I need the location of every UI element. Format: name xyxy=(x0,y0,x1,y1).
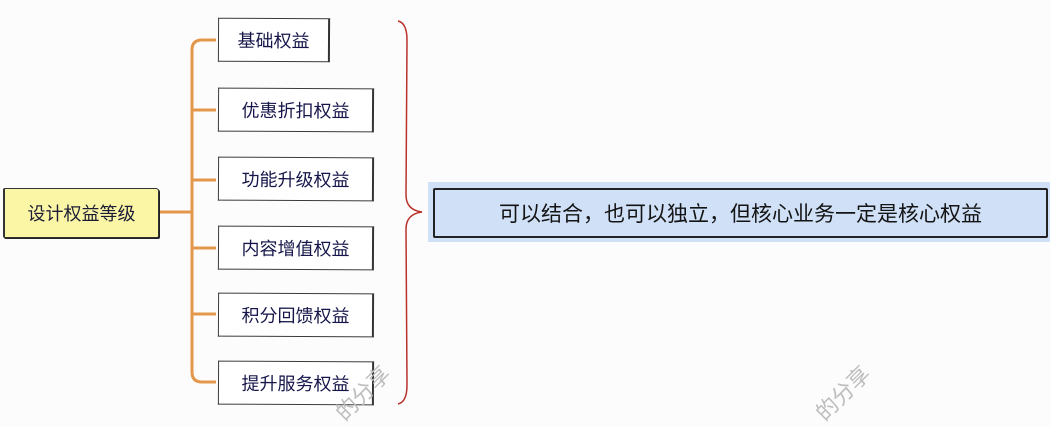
child-node-content-value[interactable]: 内容增值权益 xyxy=(217,225,375,271)
child-label: 功能升级权益 xyxy=(241,169,350,192)
child-node-basic[interactable]: 基础权益 xyxy=(217,17,331,63)
child-label: 优惠折扣权益 xyxy=(241,100,350,123)
child-node-discount[interactable]: 优惠折扣权益 xyxy=(217,87,375,133)
child-label: 内容增值权益 xyxy=(241,238,350,261)
child-node-points-reward[interactable]: 积分回馈权益 xyxy=(217,292,375,338)
child-label: 提升服务权益 xyxy=(241,373,350,396)
child-node-feature-upgrade[interactable]: 功能升级权益 xyxy=(217,156,375,202)
child-label: 积分回馈权益 xyxy=(241,305,350,328)
root-node[interactable]: 设计权益等级 xyxy=(3,188,159,238)
child-label: 基础权益 xyxy=(237,30,310,53)
summary-label: 可以结合，也可以独立，但核心业务一定是核心权益 xyxy=(499,202,982,226)
root-label: 设计权益等级 xyxy=(27,204,136,225)
summary-node[interactable]: 可以结合，也可以独立，但核心业务一定是核心权益 xyxy=(428,182,1050,242)
watermark: 的分享 xyxy=(811,361,876,427)
